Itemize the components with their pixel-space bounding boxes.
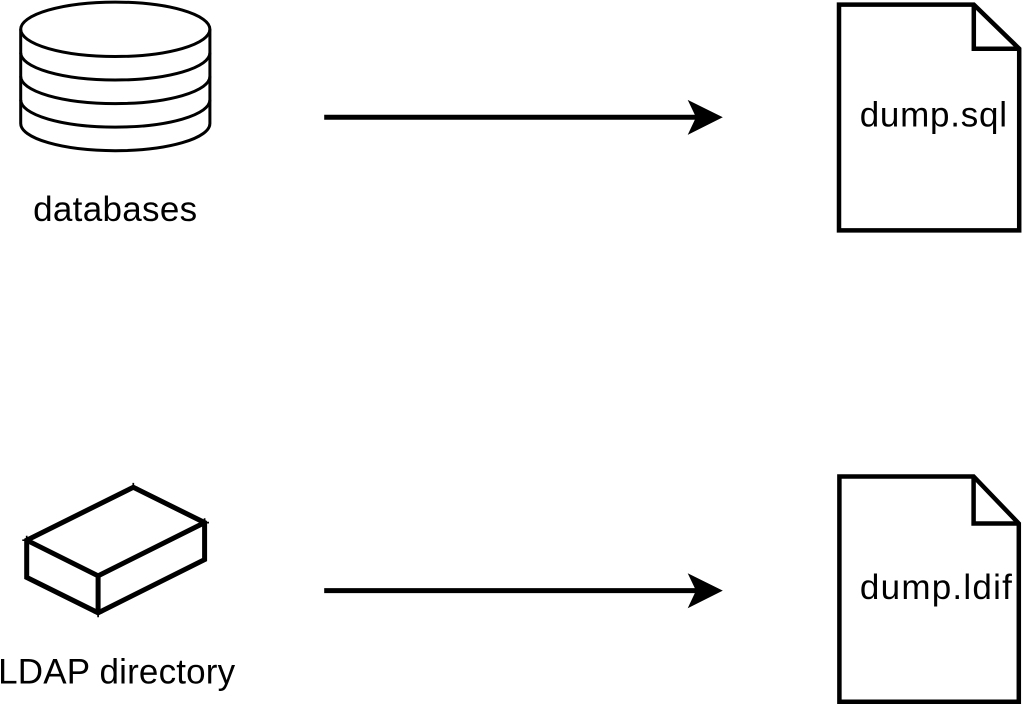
svg-text:databases: databases — [33, 190, 197, 229]
svg-text:dump.sql: dump.sql — [860, 96, 1007, 135]
svg-text:dump.ldif: dump.ldif — [860, 568, 1012, 607]
svg-text:LDAP directory: LDAP directory — [0, 652, 236, 691]
